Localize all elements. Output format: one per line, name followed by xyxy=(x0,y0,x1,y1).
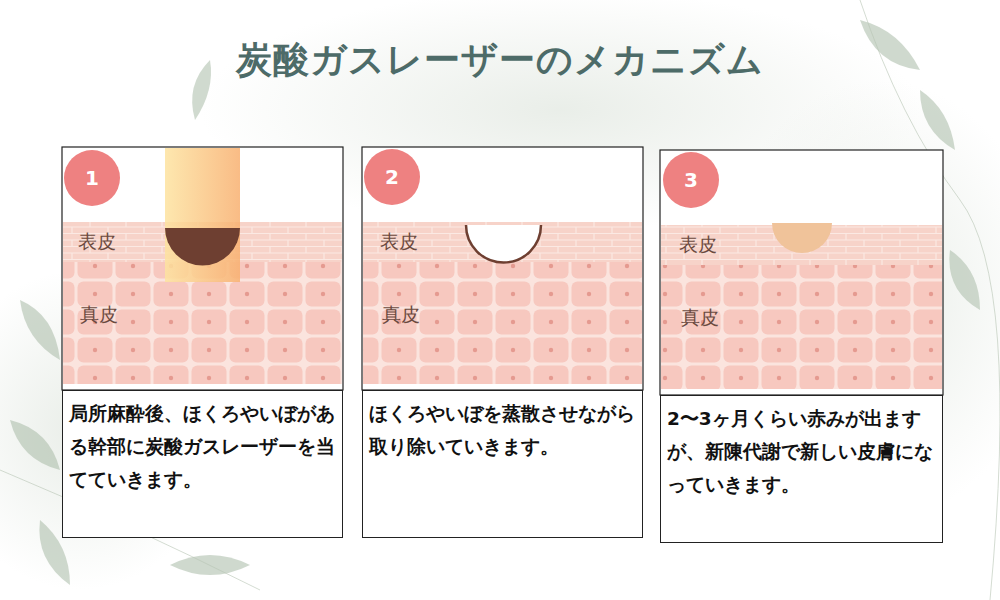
caption-box: ほくろやいぼを蒸散させながら取り除いていきます。 xyxy=(362,390,643,538)
callout-number: 3 xyxy=(684,168,698,192)
layer-label: 表皮 xyxy=(679,232,717,258)
leaf xyxy=(10,20,980,585)
step-description: 局所麻酔後、ほくろやいぼがある幹部に炭酸ガスレーザーを当てていきます。 xyxy=(69,397,336,496)
layer-label: 真皮 xyxy=(382,302,420,328)
layer-label: 真皮 xyxy=(681,305,719,331)
step-number: 2 xyxy=(364,149,420,205)
layer-label: 真皮 xyxy=(80,302,118,328)
step-description: 2〜3ヶ月くらい赤みが出ますが、新陳代謝で新しい皮膚になっていきます。 xyxy=(667,402,936,501)
caption-box: 局所麻酔後、ほくろやいぼがある幹部に炭酸ガスレーザーを当てていきます。 xyxy=(62,390,343,538)
step-number: 1 xyxy=(64,150,120,206)
step-number: 3 xyxy=(663,152,719,208)
layer-label: 表皮 xyxy=(380,229,418,255)
diagram-title: 炭酸ガスレーザーのメカニズム xyxy=(0,36,1000,85)
layer-label: 表皮 xyxy=(78,229,116,255)
caption-box: 2〜3ヶ月くらい赤みが出ますが、新陳代謝で新しい皮膚になっていきます。 xyxy=(660,395,943,543)
callout-number: 1 xyxy=(85,166,99,190)
callout-number: 2 xyxy=(385,165,399,189)
step-description: ほくろやいぼを蒸散させながら取り除いていきます。 xyxy=(369,397,636,463)
